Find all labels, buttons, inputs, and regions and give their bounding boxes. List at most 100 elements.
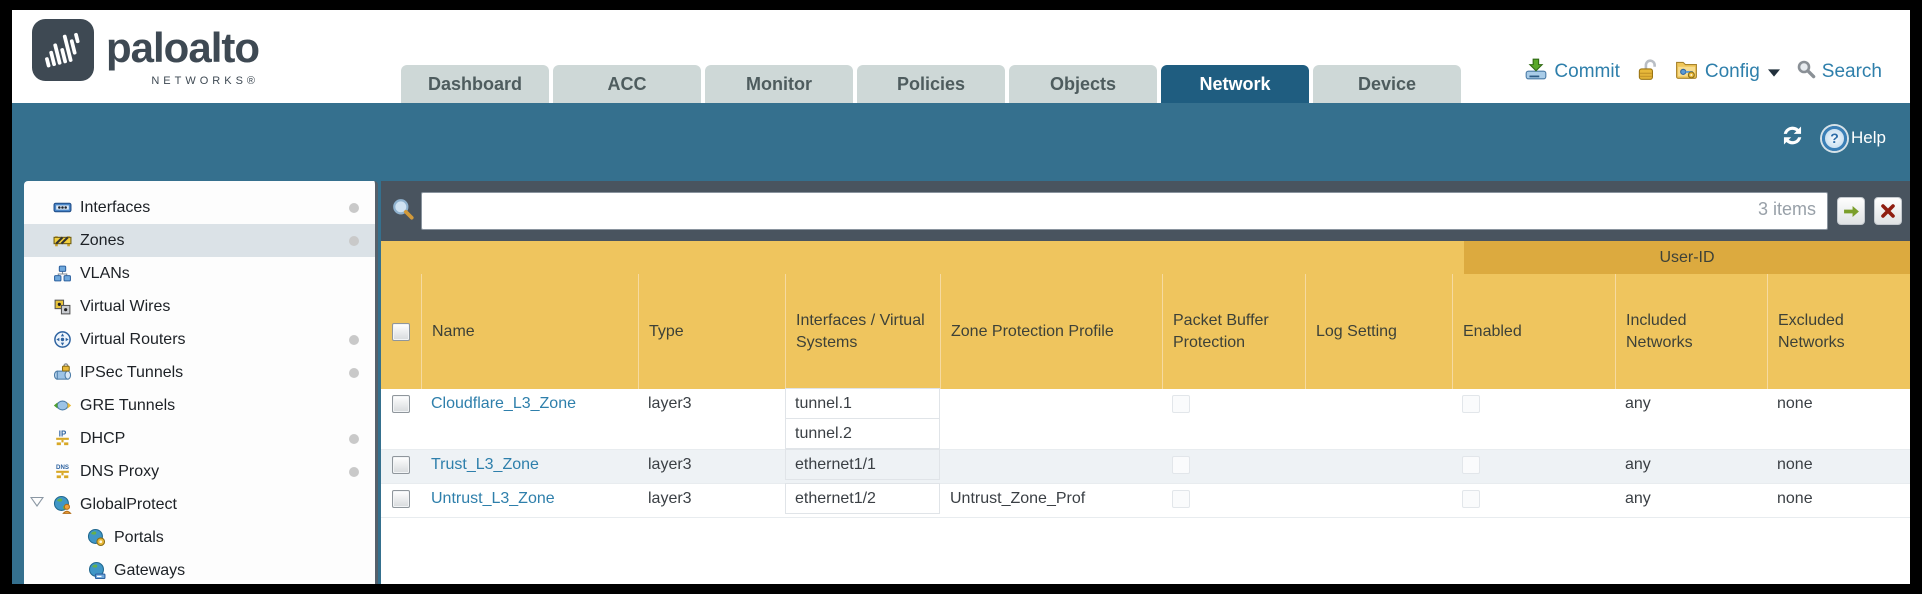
- row-checkbox[interactable]: [392, 456, 410, 474]
- paloalto-logo: paloalto NETWORKS®: [32, 19, 260, 87]
- status-dot: [349, 203, 359, 213]
- tab-monitor[interactable]: Monitor: [705, 65, 853, 103]
- zone-name-link[interactable]: Untrust_L3_Zone: [431, 490, 555, 507]
- log-setting-cell: [1305, 389, 1452, 449]
- excluded-networks-cell: none: [1777, 490, 1813, 507]
- brand-wordmark: paloalto NETWORKS®: [106, 19, 260, 87]
- user-id-enabled-checkbox: [1462, 456, 1480, 474]
- packet-buffer-protection-checkbox: [1172, 490, 1190, 508]
- sidebar-item-globalprotect[interactable]: GlobalProtect: [24, 488, 375, 521]
- excluded-networks-cell: none: [1777, 456, 1813, 473]
- sidebar-item-dhcp[interactable]: IP DHCP: [24, 422, 375, 455]
- user-id-enabled-checkbox: [1462, 395, 1480, 413]
- packet-buffer-protection-checkbox: [1172, 395, 1190, 413]
- zone-protection-profile-cell: [940, 450, 1162, 483]
- sidebar-item-zones[interactable]: Zones: [24, 224, 375, 257]
- commit-button[interactable]: Commit: [1524, 57, 1620, 87]
- filter-input[interactable]: [421, 192, 1828, 230]
- commit-icon: [1524, 57, 1548, 87]
- interface-entry[interactable]: ethernet1/2: [785, 483, 940, 514]
- col-header-packet-buffer-protection[interactable]: Packet Buffer Protection: [1162, 274, 1305, 389]
- filter-input-wrap: 3 items: [421, 192, 1828, 230]
- row-checkbox[interactable]: [392, 490, 410, 508]
- included-networks-cell: any: [1625, 395, 1651, 412]
- content-toolbar: Help: [1779, 122, 1886, 154]
- interfaces-icon: [52, 198, 72, 218]
- col-header-interfaces[interactable]: Interfaces / Virtual Systems: [785, 274, 940, 389]
- vlans-icon: [52, 264, 72, 284]
- svg-text:IP: IP: [58, 429, 65, 438]
- expander-triangle-icon[interactable]: [30, 497, 44, 507]
- user-id-group-header: User-ID: [1464, 241, 1910, 274]
- zone-interfaces-cell: tunnel.1 tunnel.2: [785, 388, 940, 449]
- sidebar-item-ipsec-tunnels[interactable]: IPSec Tunnels: [24, 356, 375, 389]
- help-icon: [1822, 125, 1848, 151]
- network-sidebar: Interfaces Zones VLANs Virtual Wires: [24, 181, 378, 584]
- main-nav-tabs: Dashboard ACC Monitor Policies Objects N…: [401, 65, 1465, 103]
- col-header-log-setting[interactable]: Log Setting: [1305, 274, 1452, 389]
- apply-filter-button[interactable]: [1837, 197, 1865, 225]
- col-header-zone-protection-profile[interactable]: Zone Protection Profile: [940, 274, 1162, 389]
- log-setting-cell: [1305, 484, 1452, 517]
- clear-filter-button[interactable]: [1874, 197, 1902, 225]
- select-all-checkbox[interactable]: [392, 322, 410, 341]
- search-button[interactable]: Search: [1796, 59, 1882, 85]
- refresh-icon[interactable]: [1779, 122, 1806, 154]
- top-actions: Commit Config Search: [1524, 50, 1882, 94]
- tab-acc[interactable]: ACC: [553, 65, 701, 103]
- gateways-icon: [86, 561, 106, 581]
- zone-type-cell: layer3: [648, 456, 692, 473]
- col-header-type[interactable]: Type: [638, 274, 785, 389]
- interface-entry[interactable]: tunnel.1: [785, 388, 940, 419]
- sidebar-item-gateways[interactable]: Gateways: [24, 554, 375, 584]
- status-dot: [349, 236, 359, 246]
- tab-device[interactable]: Device: [1313, 65, 1461, 103]
- included-networks-cell: any: [1625, 456, 1651, 473]
- tab-dashboard[interactable]: Dashboard: [401, 65, 549, 103]
- status-dot: [349, 335, 359, 345]
- row-checkbox[interactable]: [392, 395, 410, 413]
- tab-network[interactable]: Network: [1161, 65, 1309, 103]
- dhcp-icon: IP: [52, 429, 72, 449]
- svg-text:DNS: DNS: [56, 464, 69, 471]
- zone-type-cell: layer3: [648, 490, 692, 507]
- sidebar-item-portals[interactable]: Portals: [24, 521, 375, 554]
- sidebar-item-virtual-routers[interactable]: Virtual Routers: [24, 323, 375, 356]
- interface-entry[interactable]: tunnel.2: [785, 418, 940, 449]
- sidebar-item-vlans[interactable]: VLANs: [24, 257, 375, 290]
- zone-name-link[interactable]: Trust_L3_Zone: [431, 456, 539, 473]
- zone-type-cell: layer3: [648, 395, 692, 412]
- log-setting-cell: [1305, 450, 1452, 483]
- col-header-included-networks[interactable]: Included Networks: [1615, 274, 1767, 389]
- user-id-enabled-checkbox: [1462, 490, 1480, 508]
- table-row: Untrust_L3_Zone layer3 ethernet1/2 Untru…: [381, 483, 1910, 518]
- config-menu-button[interactable]: Config: [1674, 58, 1780, 86]
- select-all-header-cell: [381, 274, 421, 389]
- interface-entry[interactable]: ethernet1/1: [785, 449, 940, 480]
- sidebar-item-interfaces[interactable]: Interfaces: [24, 191, 375, 224]
- config-icon: [1674, 58, 1699, 86]
- sidebar-item-virtual-wires[interactable]: Virtual Wires: [24, 290, 375, 323]
- zones-icon: [52, 231, 72, 251]
- included-networks-cell: any: [1625, 490, 1651, 507]
- search-icon: [1796, 59, 1816, 85]
- col-header-name[interactable]: Name: [421, 274, 638, 389]
- brand-subtitle: NETWORKS®: [151, 75, 260, 87]
- col-header-excluded-networks[interactable]: Excluded Networks: [1767, 274, 1910, 389]
- status-dot: [349, 434, 359, 444]
- brand-name: paloalto: [106, 24, 260, 71]
- tab-objects[interactable]: Objects: [1009, 65, 1157, 103]
- green-arrow-icon: [1843, 205, 1859, 217]
- help-button[interactable]: Help: [1822, 125, 1886, 151]
- table-header-row: Name Type Interfaces / Virtual Systems Z…: [381, 274, 1910, 389]
- dns-proxy-icon: DNS: [52, 462, 72, 482]
- col-header-enabled[interactable]: Enabled: [1452, 274, 1615, 389]
- zone-name-link[interactable]: Cloudflare_L3_Zone: [431, 395, 576, 412]
- tab-policies[interactable]: Policies: [857, 65, 1005, 103]
- sidebar-item-dns-proxy[interactable]: DNS DNS Proxy: [24, 455, 375, 488]
- chevron-down-icon: [1767, 61, 1780, 83]
- sidebar-item-gre-tunnels[interactable]: GRE Tunnels: [24, 389, 375, 422]
- virtual-wires-icon: [52, 297, 72, 317]
- lock-icon[interactable]: [1636, 58, 1658, 87]
- virtual-routers-icon: [52, 330, 72, 350]
